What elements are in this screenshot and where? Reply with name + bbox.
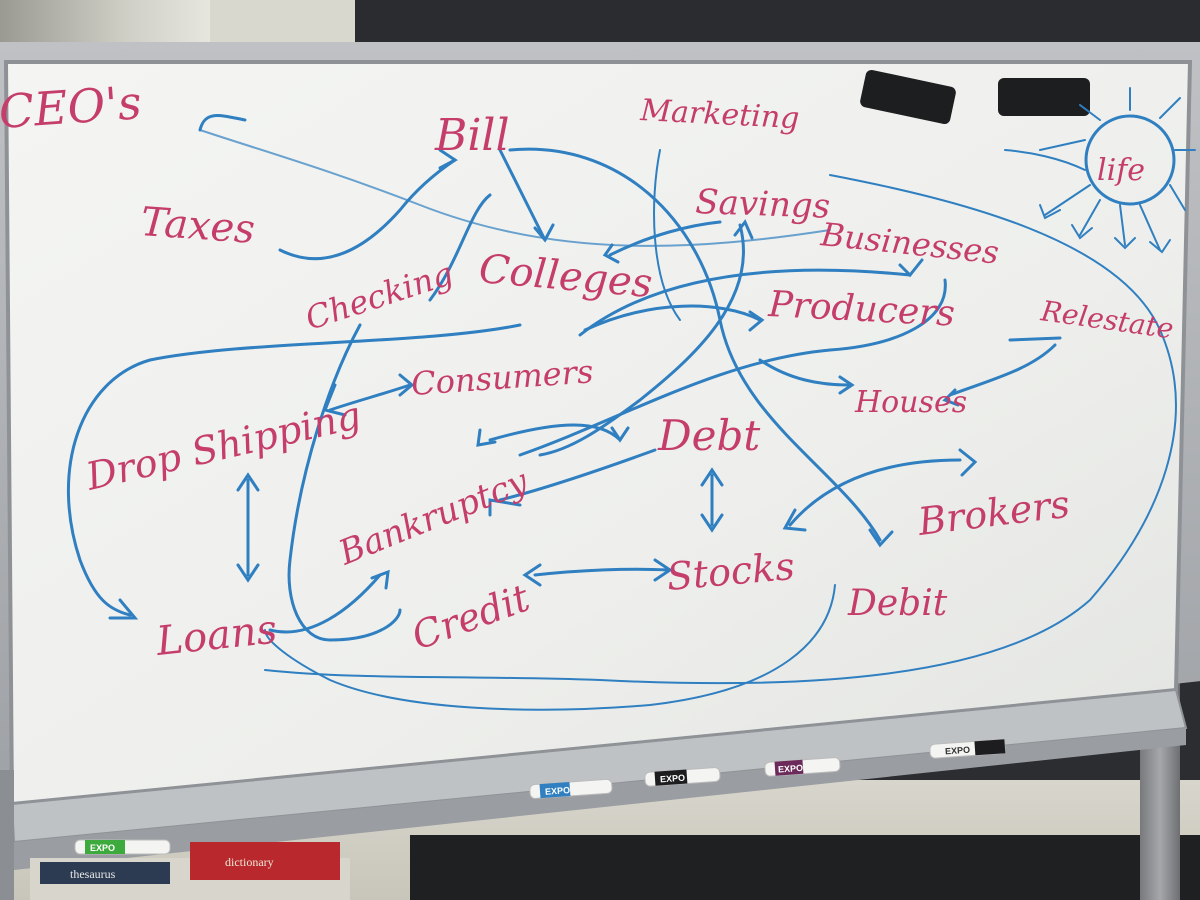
arrow-head [398, 373, 415, 397]
label-life: life [1097, 153, 1145, 188]
arrow-heads [700, 467, 724, 533]
sun-rays [1039, 87, 1196, 251]
arrow-savings-bankruptcy [538, 223, 745, 457]
arrow-head [370, 569, 390, 590]
arrow-consumers-businesses [578, 268, 912, 337]
arrow-producers-houses [758, 358, 852, 387]
arrow-head [733, 219, 754, 240]
arrow-head [748, 310, 765, 332]
arrow-debt-bankruptcy [498, 448, 657, 502]
arrow-ceos [198, 114, 247, 132]
arrow-marketing [653, 149, 681, 321]
arrow-loans-bankruptcy [268, 573, 382, 634]
arrow-consumers-loans [67, 323, 522, 617]
label-taxes: Taxes [139, 199, 256, 253]
arrow-credit-stocks [533, 567, 670, 577]
arrow-heads [522, 558, 673, 587]
arrow-houses-relestate [948, 343, 1057, 397]
arrow-bill-colleges [498, 148, 547, 242]
arrow-head [602, 243, 620, 264]
arrow-head [488, 498, 522, 517]
arrow-head [868, 528, 894, 548]
eraser-right[interactable] [998, 78, 1090, 116]
arrow-colleges-savings [608, 220, 722, 257]
label-marketing: Marketing [639, 93, 801, 136]
label-bill: Bill [434, 110, 510, 161]
arrow-heads [476, 426, 630, 447]
arrow-stocks-brokers [788, 458, 962, 527]
sun-ray-arrowheads [1039, 204, 1171, 254]
arrow-life-loop [264, 174, 1177, 685]
arrow-dropship-consumers [328, 383, 412, 412]
arrow-head [533, 223, 555, 243]
arrow-head [838, 375, 855, 395]
arrow-bankruptcy-debt [488, 423, 622, 442]
arrow-checking-loans [287, 323, 402, 642]
arrow-ceos-businesses [199, 129, 831, 247]
label-houses: Houses [854, 385, 967, 420]
sun-circle [1084, 114, 1176, 206]
label-ceos: CEO's [0, 75, 143, 139]
label-producers: Producers [767, 284, 956, 335]
arrow-heads [782, 448, 978, 532]
arrow-network [67, 87, 1196, 711]
arrow-consumers-producers [583, 304, 762, 332]
arrow-head [898, 258, 924, 278]
label-savings: Savings [695, 182, 831, 227]
label-debit: Debit [847, 583, 948, 624]
arrow-heads [236, 472, 260, 583]
arrow-bankruptcy-businesses [518, 278, 947, 457]
label-debt: Debt [657, 411, 760, 460]
arrow-head [108, 598, 139, 620]
sun-extra-ray [1004, 149, 1086, 171]
erasers [859, 69, 1090, 125]
eraser-left[interactable] [859, 69, 957, 125]
arrow-head [438, 148, 458, 170]
arrow-taxes-bill [278, 158, 457, 261]
arrow-head [942, 388, 960, 407]
arrow-checking-bill [428, 193, 492, 302]
arrow-relestate [1008, 336, 1062, 342]
